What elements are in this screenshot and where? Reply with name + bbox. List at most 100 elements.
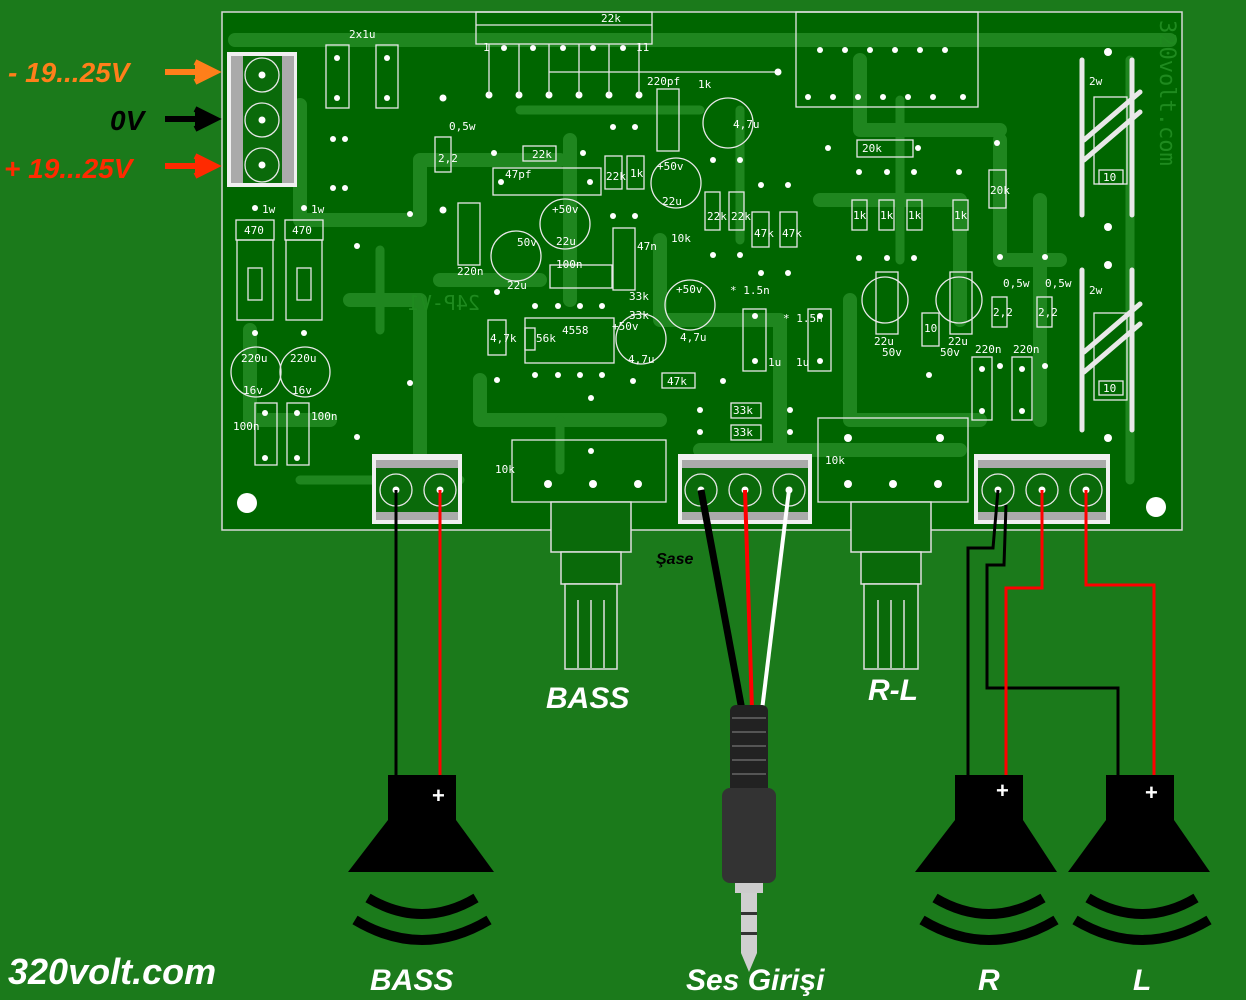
component-label: 22k — [601, 12, 621, 25]
component-label: 1k — [630, 167, 644, 180]
component-label: 2,2 — [993, 306, 1013, 319]
component-label: 10k — [671, 232, 691, 245]
component-label: 33k — [629, 290, 649, 303]
speaker-bass: + — [348, 775, 494, 945]
bass-potentiometer[interactable] — [544, 448, 642, 670]
component-label: +50v — [657, 160, 684, 173]
component-label: +50v — [612, 320, 639, 333]
component-label: 4,7k — [490, 332, 517, 345]
balance-pot-label: R-L — [868, 674, 918, 707]
component-label: 4558 — [562, 324, 589, 337]
ground-label: 0V — [110, 105, 147, 136]
solder-pads — [237, 48, 1166, 517]
ic-footprint-top: 1 11 22k — [475, 11, 780, 99]
plus-sign: + — [432, 783, 445, 808]
component-label: 10k — [495, 463, 515, 476]
wires — [394, 489, 1156, 780]
component-label: 1u — [796, 356, 809, 369]
balance-potentiometer[interactable] — [844, 434, 944, 670]
component-label: 10k — [825, 454, 845, 467]
component-label: 33k — [733, 426, 753, 439]
component-outlines — [230, 44, 1128, 503]
component-label: 1k — [880, 209, 894, 222]
board-watermark: 320volt.com — [1154, 20, 1179, 166]
component-label: 1k — [853, 209, 867, 222]
component-label: 220u — [290, 352, 317, 365]
component-label: 22u — [507, 279, 527, 292]
component-labels: 2x1u 220pf 1k 4,7u 0,5w 2,2 22k 47pf 22k… — [233, 20, 1179, 476]
component-label: 100n — [556, 258, 583, 271]
component-label: 2w — [1089, 75, 1103, 88]
component-label: 220pf — [647, 75, 680, 88]
component-label: 22u — [874, 335, 894, 348]
component-label: 470 — [292, 224, 312, 237]
pin-label: 1 — [483, 41, 490, 54]
bass-pot-label: BASS — [546, 682, 629, 715]
component-label: 50v — [882, 346, 902, 359]
plus-sign: + — [996, 778, 1009, 803]
component-label: 56k — [536, 332, 556, 345]
component-label: 4,7u — [733, 118, 760, 131]
component-label: 220n — [1013, 343, 1040, 356]
component-label: 33k — [629, 309, 649, 322]
connector-footprint — [795, 11, 979, 108]
component-label: * 1.5n — [783, 312, 823, 325]
speaker-left: + — [1068, 775, 1212, 945]
speaker-right: + — [915, 775, 1059, 945]
component-label: 100n — [311, 410, 338, 423]
component-label: 4,7u — [680, 331, 707, 344]
component-label: 1w — [311, 203, 325, 216]
component-label: 2w — [1089, 284, 1103, 297]
component-label: 47k — [782, 227, 802, 240]
chassis-label: Şase — [656, 551, 693, 568]
component-label: 0,5w — [1045, 277, 1072, 290]
component-label: 16v — [292, 384, 312, 397]
component-label: 16v — [243, 384, 263, 397]
power-terminal-block — [227, 52, 297, 187]
component-label: 22u — [948, 335, 968, 348]
component-label: 10 — [1103, 382, 1116, 395]
negative-supply-label: - 19...25V — [8, 57, 132, 88]
component-label: 20k — [990, 184, 1010, 197]
right-speaker-label: R — [978, 964, 1000, 997]
component-label: 1k — [954, 209, 968, 222]
component-label: 0,5w — [1003, 277, 1030, 290]
positive-supply-label: + 19...25V — [4, 153, 135, 184]
pin-label: 11 — [636, 41, 649, 54]
component-label: 0,5w — [449, 120, 476, 133]
component-label: 22k — [707, 210, 727, 223]
left-speaker-label: L — [1133, 964, 1151, 997]
component-label: +50v — [676, 283, 703, 296]
component-label: 22u — [556, 235, 576, 248]
component-label: 50v — [517, 236, 537, 249]
terminal-bass — [372, 454, 462, 524]
component-label: 100n — [233, 420, 260, 433]
component-label: 22k — [606, 170, 626, 183]
bright-stripes — [1079, 57, 1143, 433]
component-label: 2x1u — [349, 28, 376, 41]
component-label: 22k — [731, 210, 751, 223]
component-label: 1k — [698, 78, 712, 91]
component-label: 220n — [457, 265, 484, 278]
component-label: 220u — [241, 352, 268, 365]
component-label: 22k — [532, 148, 552, 161]
component-label: 4,7u — [628, 353, 655, 366]
plus-sign: + — [1145, 780, 1158, 805]
board-code-mirrored: 24P-V1 — [408, 291, 480, 315]
component-label: 1k — [908, 209, 922, 222]
bass-speaker-label: BASS — [370, 964, 453, 997]
component-label: 50v — [940, 346, 960, 359]
audio-input-label: Ses Girişi — [686, 964, 825, 997]
component-label: 470 — [244, 224, 264, 237]
component-label: 20k — [862, 142, 882, 155]
component-label: +50v — [552, 203, 579, 216]
component-label: 47n — [637, 240, 657, 253]
component-label: 47pf — [505, 168, 532, 181]
component-label: 1w — [262, 203, 276, 216]
component-label: 33k — [733, 404, 753, 417]
component-label: 2,2 — [1038, 306, 1058, 319]
component-label: 22u — [662, 195, 682, 208]
component-label: 47k — [754, 227, 774, 240]
component-label: 220n — [975, 343, 1002, 356]
